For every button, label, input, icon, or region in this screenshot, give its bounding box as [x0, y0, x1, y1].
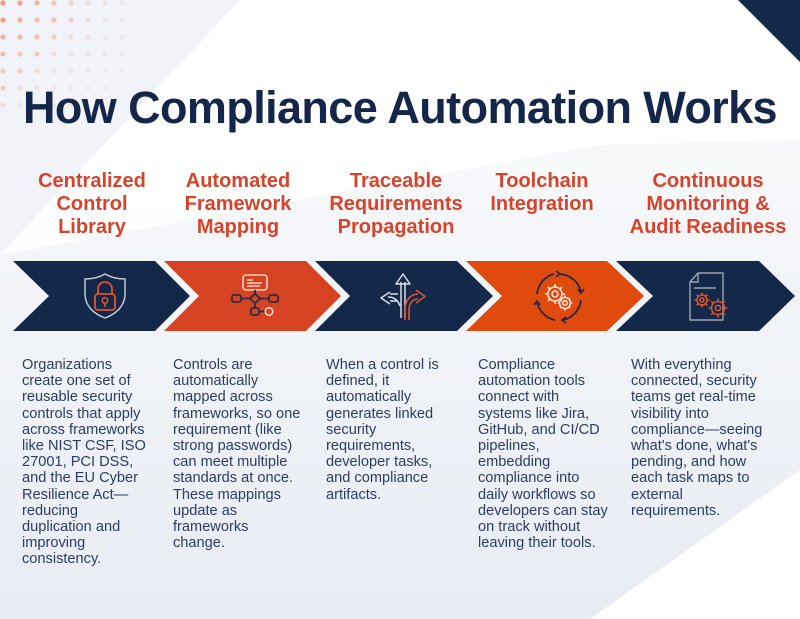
step-4-title: Toolchain Integration	[467, 170, 617, 216]
step-4-description: Compliance automation tools connect with…	[478, 357, 608, 551]
description-line: external	[631, 486, 683, 503]
description-line: requirements.	[631, 502, 721, 519]
step-5-title: Continuous Monitoring & Audit Readiness	[620, 170, 796, 239]
step-5-title-line: Monitoring &	[646, 193, 770, 215]
description-line: and the EU Cyber	[22, 470, 139, 487]
framework-map-icon	[231, 274, 279, 317]
description-line: frameworks	[173, 519, 249, 536]
step-1-title-line: Control	[56, 193, 128, 215]
step-2-title: Automated Framework Mapping	[163, 170, 313, 239]
description-line: Organizations	[22, 357, 113, 373]
step-1-description: Organizations create one set of reusable…	[22, 357, 146, 568]
description-line: pending, and how	[631, 454, 747, 471]
description-line: Resilience Act—	[22, 486, 129, 503]
step-5-title-line: Audit Readiness	[629, 216, 787, 238]
description-line: teams get real-time	[631, 389, 756, 406]
step-4-title-line: Integration	[490, 193, 594, 215]
description-line: strong passwords)	[173, 438, 293, 455]
description-line: connect with	[478, 389, 560, 406]
shield-lock-icon	[84, 273, 126, 319]
description-line: embedding	[478, 454, 551, 471]
description-line: defined, it	[326, 373, 390, 390]
description-line: requirement (like	[173, 421, 282, 438]
split-arrows-icon	[380, 273, 426, 320]
description-line: security	[326, 421, 377, 438]
description-line: like NIST CSF, ISO	[22, 438, 146, 455]
step-4-title-line: Toolchain	[495, 170, 589, 192]
chevron-step-4	[466, 261, 644, 331]
description-line: change.	[173, 535, 225, 552]
description-line: developers can stay	[478, 502, 608, 519]
description-line: consistency.	[22, 551, 102, 568]
description-line: mapped across	[173, 389, 273, 406]
description-line: duplication and	[22, 519, 121, 536]
gears-cycle-icon	[533, 270, 585, 324]
corner-triangle	[738, 0, 800, 62]
description-line: update as	[173, 502, 238, 519]
description-line: compliance—seeing	[631, 421, 763, 438]
step-5-description: With everything connected, security team…	[631, 357, 762, 519]
description-line: requirements,	[326, 438, 416, 455]
description-line: daily workflows so	[478, 486, 596, 503]
step-2-description: Controls are automatically mapped across…	[173, 357, 300, 551]
step-3-title: Traceable Requirements Propagation	[316, 170, 476, 239]
page-title: How Compliance Automation Works	[23, 82, 778, 133]
description-line: pipelines,	[478, 438, 540, 455]
description-line: With everything	[631, 357, 732, 373]
description-line: systems like Jira,	[478, 405, 590, 422]
description-line: artifacts.	[326, 486, 382, 503]
description-line: standards at once.	[173, 470, 294, 487]
step-3-title-line: Traceable	[349, 170, 443, 192]
description-line: on track without	[478, 519, 581, 536]
description-line: These mappings	[173, 486, 281, 503]
step-3-description: When a control is defined, it automatica…	[326, 357, 439, 503]
description-line: Compliance	[478, 357, 556, 373]
description-line: generates linked	[326, 405, 434, 422]
step-2-title-line: Automated	[185, 170, 291, 192]
description-line: create one set of	[22, 373, 131, 390]
description-line: developer tasks,	[326, 454, 433, 471]
description-line: Controls are	[173, 357, 253, 373]
step-1-title: Centralized Control Library	[17, 170, 167, 239]
step-3-title-line: Propagation	[337, 216, 455, 238]
step-1-title-line: Library	[58, 216, 126, 238]
document-gears-icon	[689, 272, 728, 321]
description-line: reducing	[22, 502, 78, 519]
step-2-title-line: Framework	[184, 193, 292, 215]
description-line: improving	[22, 535, 86, 552]
description-line: what's done, what's	[631, 438, 758, 455]
description-line: When a control is	[326, 357, 439, 373]
step-2-title-line: Mapping	[196, 216, 280, 238]
description-line: connected, security	[631, 373, 757, 390]
description-line: can meet multiple	[173, 454, 288, 471]
description-line: frameworks, so one	[173, 405, 301, 422]
description-line: compliance into	[478, 470, 580, 487]
description-line: automation tools	[478, 373, 586, 390]
description-line: and compliance	[326, 470, 429, 487]
description-line: across frameworks	[22, 421, 145, 438]
dot-grid-pattern	[0, 0, 125, 108]
step-3-title-line: Requirements	[329, 193, 463, 215]
description-line: GitHub, and CI/CD	[478, 421, 600, 438]
step-1-title-line: Centralized	[38, 170, 146, 192]
description-line: automatically	[173, 373, 259, 390]
description-line: reusable security	[22, 389, 133, 406]
description-line: automatically	[326, 389, 412, 406]
description-line: 27001, PCI DSS,	[22, 454, 134, 471]
chevron-step-1	[13, 261, 190, 331]
description-line: controls that apply	[22, 405, 141, 422]
description-line: each task maps to	[631, 470, 750, 487]
description-line: leaving their tools.	[478, 535, 596, 552]
description-line: visibility into	[631, 405, 709, 422]
step-5-title-line: Continuous	[652, 170, 764, 192]
chevron-step-3	[315, 261, 493, 331]
